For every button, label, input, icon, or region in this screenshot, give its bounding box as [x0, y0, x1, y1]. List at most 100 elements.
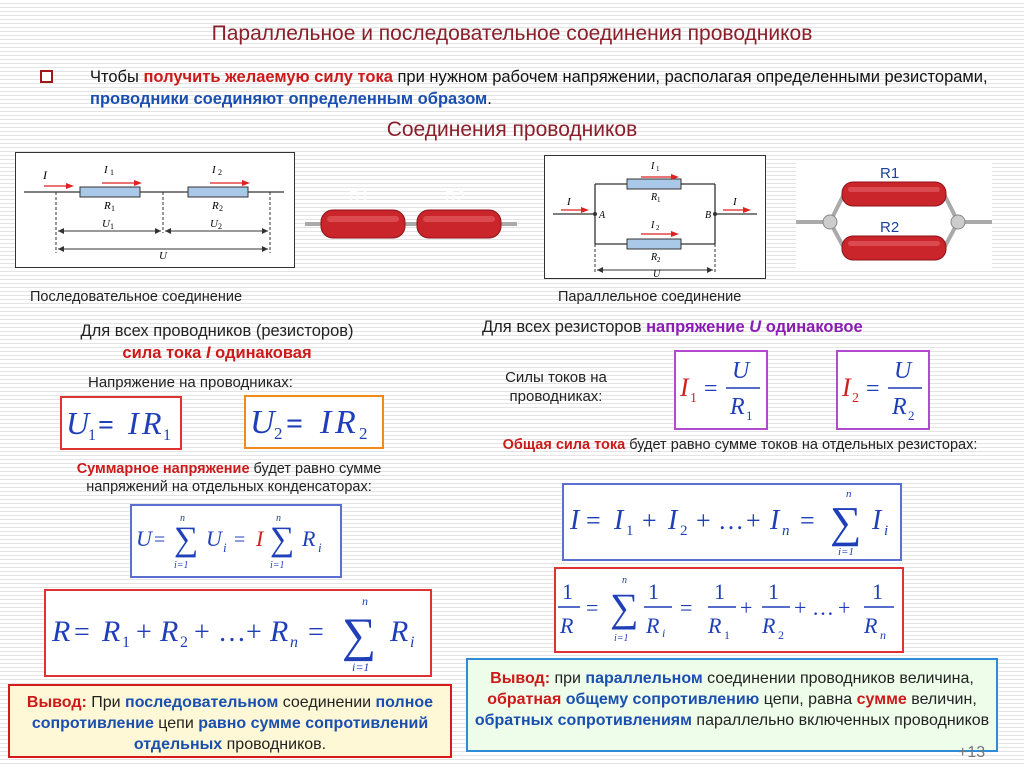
conclusion-highlight: последовательном — [125, 694, 279, 711]
svg-text:1: 1 — [626, 523, 634, 539]
svg-text:=: = — [800, 506, 815, 535]
parallel-rule-highlight: напряжение — [646, 318, 750, 336]
series-rule-text: одинаковая — [210, 344, 312, 362]
formula-symbol: R — [141, 405, 162, 441]
series-rule-line2: сила тока I одинаковая — [22, 342, 412, 364]
parallel-rule-highlight: одинаковое — [761, 318, 863, 336]
svg-text:+: + — [642, 506, 657, 535]
ellipsis: … — [218, 617, 246, 648]
series-resistors-photo: R1 R2 — [305, 182, 517, 252]
svg-text:i: i — [318, 540, 322, 555]
conclusion-highlight: общему сопротивлению — [565, 691, 760, 708]
svg-text:1: 1 — [768, 579, 779, 604]
svg-text:R: R — [51, 615, 70, 648]
svg-text:U: U — [206, 526, 224, 551]
label-I1: I — [650, 161, 655, 172]
total-current-part: будет равно сумме токов на отдельных рез… — [625, 437, 978, 453]
svg-text:+: + — [696, 506, 711, 535]
parallel-caption: Параллельное соединение — [558, 289, 742, 305]
label-U1-sub: 1 — [110, 222, 114, 231]
sum-upper-limit: n — [622, 575, 627, 586]
svg-text:R: R — [159, 615, 178, 648]
total-current-highlight: Общая сила тока — [502, 437, 626, 453]
sum-upper-limit: n — [180, 513, 185, 524]
svg-text:+: + — [194, 617, 210, 648]
sigma-symbol: ∑ — [174, 521, 198, 558]
svg-text:2: 2 — [180, 634, 188, 651]
conclusion-highlight: сумме — [856, 691, 907, 708]
conclusion-text: цепи, равна — [759, 691, 857, 708]
formula-u2: U 2 = I R 2 — [244, 395, 384, 449]
series-rule: Для всех проводников (резисторов) сила т… — [22, 320, 412, 364]
conclusion-text: при — [550, 670, 586, 687]
page-title: Параллельное и последовательное соединен… — [211, 22, 813, 45]
formula-symbol: U — [732, 358, 751, 384]
conclusion-text: соединении проводников величина, — [702, 670, 974, 687]
sum-upper-limit: n — [362, 594, 368, 608]
formula-r-inverse: 1 R = n ∑ i=1 1 R i = 1 R 1 + 1 R 2 + … … — [554, 567, 904, 653]
svg-text:R: R — [301, 526, 316, 551]
svg-text:R: R — [389, 615, 408, 648]
label-R2-sub: 2 — [219, 204, 223, 213]
sum-lower-limit: i=1 — [352, 660, 369, 674]
svg-text:1: 1 — [872, 579, 883, 604]
formula-subscript: 1 — [88, 427, 96, 444]
series-rule-text: сила тока — [122, 344, 206, 362]
parallel-rule-symbol: U — [749, 318, 762, 336]
series-rule-symbol: I — [205, 344, 211, 362]
resistor-r1 — [79, 186, 141, 198]
label-I-out: I — [732, 196, 738, 208]
conclusion-label: Вывод: — [26, 694, 87, 711]
parallel-circuit-diagram: I A B I I 1 R 1 I 2 R 2 U — [544, 155, 766, 280]
sigma-symbol: ∑ — [610, 585, 639, 630]
label-I: I — [42, 168, 48, 182]
svg-text:=: = — [586, 595, 598, 620]
intro-highlight: получить желаемую силу тока — [143, 68, 393, 86]
formula-symbol: I — [841, 373, 852, 402]
formula-symbol: U — [66, 405, 91, 441]
svg-text:1: 1 — [122, 634, 130, 651]
svg-text:+: + — [838, 595, 850, 620]
sum-voltage-highlight: Суммарное напряжение — [76, 461, 250, 477]
formula-i1: I 1 = U R 1 — [674, 350, 768, 430]
svg-text:+: + — [746, 506, 761, 535]
intro-highlight: проводники соединяют определенным образо… — [90, 90, 488, 108]
parallel-rule: Для всех резисторов напряжение U одинако… — [482, 318, 1002, 337]
svg-text:1: 1 — [714, 579, 725, 604]
conclusion-text: параллельно включенных проводников — [691, 712, 990, 729]
sum-upper-limit: n — [846, 488, 852, 500]
svg-text:I: I — [613, 505, 625, 536]
formula-subscript: 2 — [359, 424, 368, 443]
parallel-circuit-svg: I A B I I 1 R 1 I 2 R 2 U — [553, 161, 757, 280]
conclusion-highlight: равно сумме сопротивлений отдельных — [133, 715, 429, 753]
label-U2-sub: 2 — [218, 222, 222, 231]
conclusion-highlight: обратных сопротивлениям — [474, 712, 692, 729]
svg-text:R: R — [559, 613, 574, 638]
formula-symbol: U — [894, 358, 913, 384]
series-conclusion: Вывод: При последовательном соединении п… — [8, 684, 452, 758]
svg-text:R: R — [645, 613, 660, 638]
label-R2-sub: 2 — [657, 256, 661, 264]
formula-u-sum: U = n ∑ i=1 U i = I n ∑ i=1 R i — [130, 504, 342, 578]
parallel-rule-text: Для всех резисторов — [482, 318, 647, 336]
sum-lower-limit: i=1 — [614, 633, 629, 644]
svg-text:R: R — [101, 615, 120, 648]
svg-text:R: R — [761, 613, 776, 638]
svg-text:I: I — [255, 526, 265, 551]
page-number: +13 — [958, 744, 986, 761]
svg-text:i: i — [223, 540, 227, 555]
sum-voltage-text: Суммарное напряжение будет равно сумме н… — [24, 460, 434, 496]
label-I1: I — [103, 164, 109, 176]
label-I2-sub: 2 — [218, 168, 222, 177]
intro-part: Чтобы — [90, 68, 144, 86]
resistor-r2 — [626, 238, 682, 250]
svg-text:i: i — [410, 634, 414, 651]
svg-text:i: i — [662, 626, 665, 640]
series-circuit-svg: I I 1 I 2 R 1 R 2 U 1 U 2 U — [24, 164, 284, 262]
sum-lower-limit: i=1 — [838, 546, 854, 558]
formula-u1: U 1 = I R 1 — [60, 396, 182, 450]
formula-symbol: R — [729, 394, 745, 420]
conclusion-highlight: полное сопротивление — [31, 694, 434, 732]
photo-label-r1: R1 — [880, 165, 899, 182]
sum-lower-limit: i=1 — [174, 560, 189, 571]
